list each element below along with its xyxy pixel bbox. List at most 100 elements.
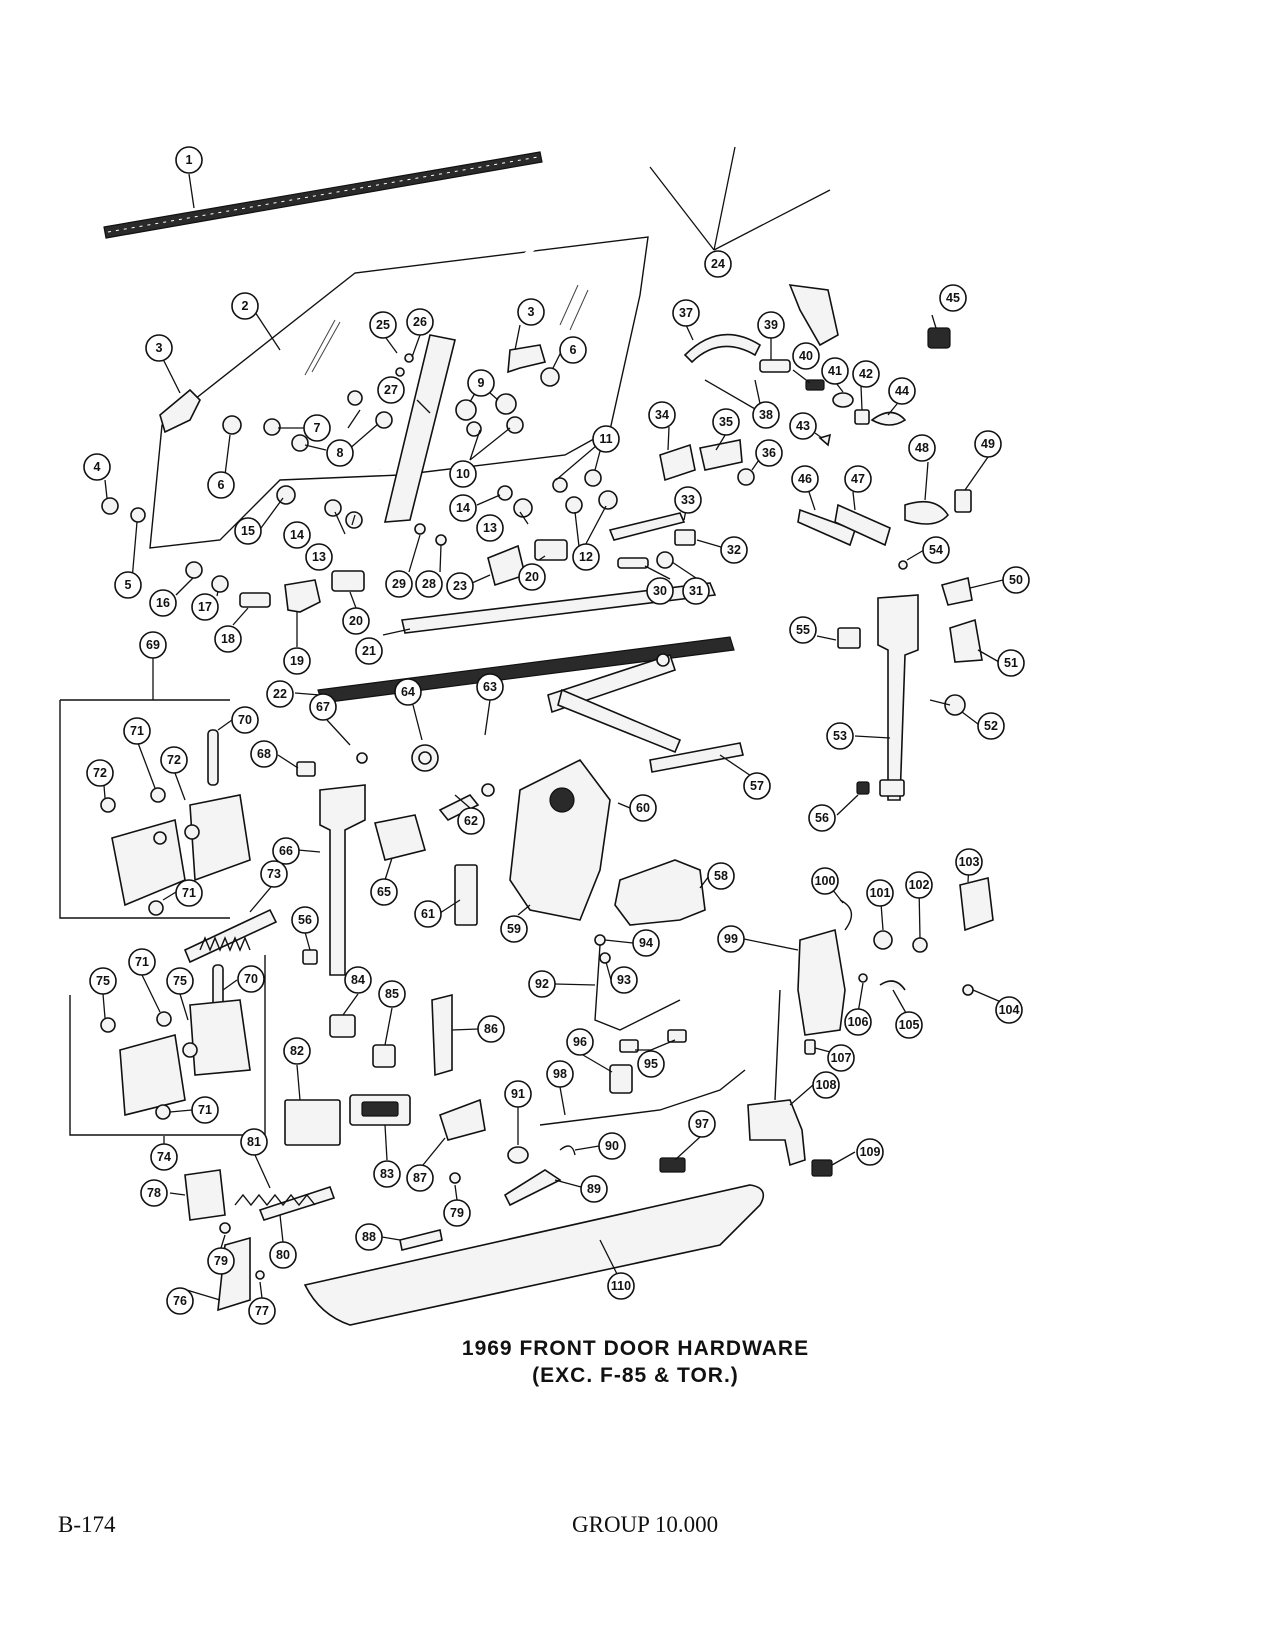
callout: 53 (826, 722, 854, 750)
callout: 20 (518, 563, 546, 591)
callout: 71 (128, 948, 156, 976)
part-glass-run-channel (383, 334, 456, 523)
callout: 19 (283, 647, 311, 675)
callout: 95 (637, 1050, 665, 1078)
callout-number: 71 (135, 955, 149, 969)
callout: 3 (145, 334, 173, 362)
callout-number: 84 (351, 973, 365, 987)
callout: 82 (283, 1037, 311, 1065)
callout: 89 (580, 1175, 608, 1203)
callout-number: 51 (1004, 656, 1018, 670)
callout-number: 68 (257, 747, 271, 761)
callout-number: 74 (157, 1150, 171, 1164)
callout: 93 (610, 966, 638, 994)
callout: 1 (175, 146, 203, 174)
callout-number: 52 (984, 719, 998, 733)
callout-number: 46 (798, 472, 812, 486)
callout-number: 13 (312, 550, 326, 564)
callout-number: 11 (599, 432, 612, 446)
callout: 98 (546, 1060, 574, 1088)
callout: 38 (752, 401, 780, 429)
callout: 75 (89, 967, 117, 995)
callout: 11 (592, 425, 620, 453)
callout-number: 76 (173, 1294, 187, 1308)
callout: 78 (140, 1179, 168, 1207)
callout-number: 32 (727, 543, 741, 557)
callout: 44 (888, 377, 916, 405)
callout: 83 (373, 1160, 401, 1188)
callout-number: 28 (422, 577, 436, 591)
parts-illustration (59, 112, 994, 1326)
callout: 96 (566, 1028, 594, 1056)
callout: 2 (231, 292, 259, 320)
callout-number: 57 (750, 779, 764, 793)
callout: 17 (191, 593, 219, 621)
callout-number: 103 (959, 855, 980, 869)
callout: 66 (272, 837, 300, 865)
callout: 27 (377, 376, 405, 404)
callout: 26 (406, 308, 434, 336)
callout: 77 (248, 1297, 276, 1325)
callout-number: 30 (653, 584, 667, 598)
callout-number: 24 (711, 257, 725, 271)
callout-number: 79 (450, 1206, 464, 1220)
callout: 31 (682, 577, 710, 605)
callout: 81 (240, 1128, 268, 1156)
callout-number: 3 (156, 341, 163, 355)
callout: 35 (712, 408, 740, 436)
callout: 61 (414, 900, 442, 928)
callout-number: 15 (241, 524, 255, 538)
callout: 28 (415, 570, 443, 598)
callout: 10 (449, 460, 477, 488)
glass-shading (304, 284, 589, 376)
callout: 105 (895, 1011, 923, 1039)
callout: 71 (191, 1096, 219, 1124)
callout: 57 (743, 772, 771, 800)
callout-number: 8 (337, 446, 344, 460)
callout: 100 (811, 867, 839, 895)
callout-number: 13 (483, 521, 497, 535)
callout-number: 92 (535, 977, 549, 991)
callout-number: 19 (290, 654, 304, 668)
callout-number: 70 (244, 972, 258, 986)
callout: 37 (672, 299, 700, 327)
callout-number: 36 (762, 446, 776, 460)
callout-number: 72 (167, 753, 181, 767)
callout-number: 71 (182, 886, 196, 900)
callout-number: 58 (714, 869, 728, 883)
callout: 33 (674, 486, 702, 514)
hinge-assembly-lower (69, 955, 266, 1136)
callout: 70 (237, 965, 265, 993)
callout-number: 4 (94, 460, 101, 474)
callout-number: 26 (413, 315, 427, 329)
callout: 39 (757, 311, 785, 339)
callout: 48 (908, 434, 936, 462)
callout-number: 104 (999, 1003, 1020, 1017)
callout: 34 (648, 401, 676, 429)
callout-number: 27 (384, 383, 398, 397)
callout: 104 (995, 996, 1023, 1024)
callout: 12 (572, 543, 600, 571)
callout-number: 83 (380, 1167, 394, 1181)
callout: 22 (266, 680, 294, 708)
callout-number: 93 (617, 973, 631, 987)
callout-number: 73 (267, 867, 281, 881)
callout: 56 (808, 804, 836, 832)
callout: 72 (86, 759, 114, 787)
callout-number: 90 (605, 1139, 619, 1153)
callout: 46 (791, 465, 819, 493)
callout-number: 80 (276, 1248, 290, 1262)
callout: 56 (291, 906, 319, 934)
callout: 21 (355, 637, 383, 665)
callout: 76 (166, 1287, 194, 1315)
callout-number: 54 (929, 543, 943, 557)
callout-number: 33 (681, 493, 695, 507)
callout: 54 (922, 536, 950, 564)
callout-number: 21 (362, 644, 376, 658)
group-number: GROUP 10.000 (572, 1512, 719, 1537)
callout-number: 108 (816, 1078, 837, 1092)
callout: 59 (500, 915, 528, 943)
part-rollers (101, 353, 618, 593)
callout-number: 86 (484, 1022, 498, 1036)
callout: 74 (150, 1143, 178, 1171)
